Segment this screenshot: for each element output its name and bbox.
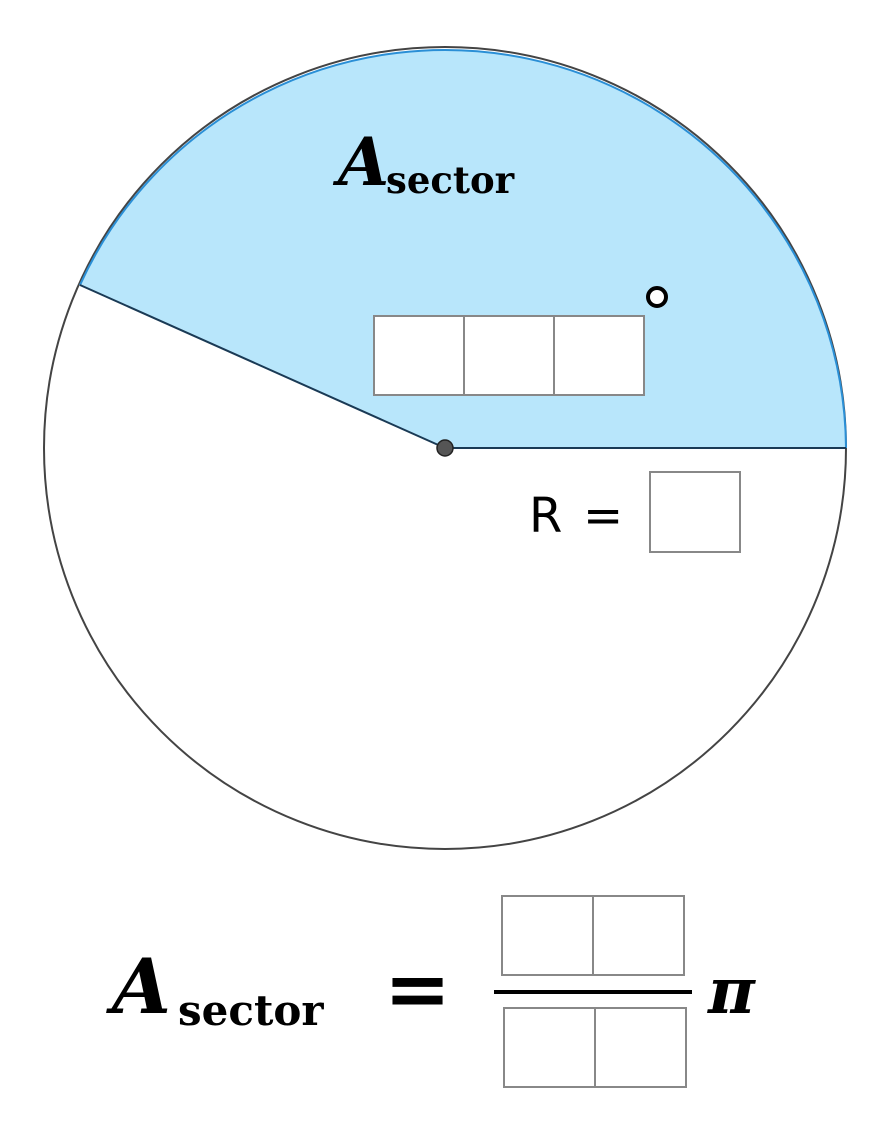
- radius-slanted: [79, 284, 446, 449]
- center-point: [436, 439, 454, 457]
- sector-label-subscript: sector: [386, 158, 515, 202]
- degree-symbol-icon: [646, 286, 668, 308]
- denominator-input-digit-2[interactable]: [594, 1007, 687, 1088]
- angle-input-digit-1[interactable]: [373, 315, 465, 396]
- radius-equals-sign: =: [583, 488, 623, 544]
- formula-lhs-subscript: sector: [178, 986, 324, 1035]
- sector-arc: [79, 49, 847, 449]
- numerator-input-digit-2[interactable]: [592, 895, 685, 976]
- sector-region: [80, 50, 846, 449]
- angle-input-digit-3[interactable]: [553, 315, 645, 396]
- formula-pi: π: [707, 954, 756, 1029]
- sector-label-main: A: [332, 123, 389, 201]
- radius-input[interactable]: [649, 471, 741, 553]
- angle-input-digit-2[interactable]: [463, 315, 555, 396]
- radius-label: R: [529, 488, 562, 544]
- denominator-input-digit-1[interactable]: [503, 1007, 596, 1088]
- formula-lhs-main: A: [106, 942, 171, 1031]
- formula-equals-sign: =: [384, 941, 451, 1035]
- numerator-input-digit-1[interactable]: [501, 895, 594, 976]
- sector-area-formula: A sector = π: [106, 895, 756, 1088]
- angle-input-group: [373, 315, 645, 396]
